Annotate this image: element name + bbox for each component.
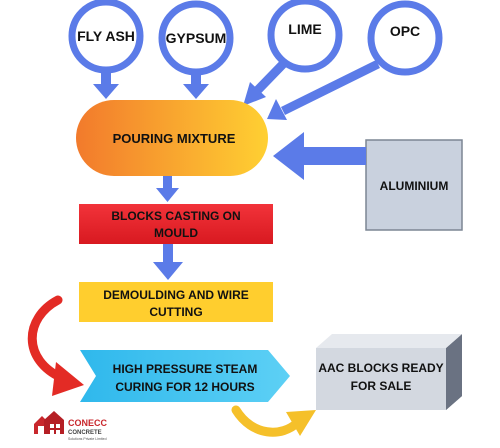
steam-curing-chevron bbox=[80, 350, 290, 402]
gypsum-arrow bbox=[183, 72, 209, 99]
opc-label: OPC bbox=[390, 23, 420, 39]
demoulding-label-2: CUTTING bbox=[149, 305, 202, 319]
lime-label: LIME bbox=[288, 21, 321, 37]
conecc-logo: CONECC CONCRETE Solutions Private Limite… bbox=[34, 411, 108, 441]
aac-ready-label-1: AAC BLOCKS READY bbox=[318, 361, 443, 375]
opc-arrow bbox=[267, 59, 380, 120]
pouring-mixture-node: POURING MIXTURE bbox=[76, 100, 268, 176]
aluminium-label: ALUMINIUM bbox=[380, 179, 449, 193]
demoulding-node: DEMOULDING AND WIRE CUTTING bbox=[79, 282, 273, 322]
lime-arrow bbox=[243, 58, 289, 106]
blocks-casting-node: BLOCKS CASTING ON MOULD bbox=[79, 204, 273, 244]
aluminium-box bbox=[365, 139, 463, 231]
gypsum-label: GYPSUM bbox=[166, 30, 227, 46]
aluminium-arrow bbox=[273, 132, 366, 180]
lime-circle bbox=[267, 0, 343, 73]
pour-to-cast-arrow bbox=[156, 176, 179, 202]
blocks-casting-label-2: MOULD bbox=[154, 226, 198, 240]
aac-ready-label-2: FOR SALE bbox=[351, 379, 412, 393]
aac-ready-box bbox=[316, 348, 446, 410]
pouring-mixture-label: POURING MIXTURE bbox=[113, 131, 236, 146]
fly-ash-input: FLY ASH bbox=[68, 0, 144, 74]
steam-curing-label-2: CURING FOR 12 HOURS bbox=[115, 380, 254, 394]
aluminium-node: ALUMINIUM bbox=[365, 139, 463, 231]
cast-to-demould-arrow bbox=[153, 244, 183, 280]
demould-to-steam-arrow bbox=[27, 295, 84, 396]
logo-tagline: Solutions Private Limited bbox=[68, 437, 107, 441]
opc-circle bbox=[367, 0, 443, 76]
demoulding-label-1: DEMOULDING AND WIRE bbox=[103, 288, 249, 302]
opc-input: OPC bbox=[367, 0, 443, 76]
blocks-casting-box bbox=[79, 204, 273, 244]
gypsum-input: GYPSUM bbox=[158, 0, 234, 76]
logo-sub: CONCRETE bbox=[68, 430, 102, 436]
aac-ready-node: AAC BLOCKS READY FOR SALE bbox=[316, 334, 462, 410]
steam-to-ready-arrow bbox=[231, 405, 316, 437]
fly-ash-label: FLY ASH bbox=[77, 28, 135, 44]
demoulding-box bbox=[79, 282, 273, 322]
lime-input: LIME bbox=[267, 0, 343, 73]
blocks-casting-label-1: BLOCKS CASTING ON bbox=[111, 209, 240, 223]
steam-curing-label-1: HIGH PRESSURE STEAM bbox=[113, 362, 258, 376]
logo-mark-icon bbox=[34, 411, 64, 434]
fly-ash-arrow bbox=[93, 70, 119, 99]
logo-name: CONECC bbox=[68, 418, 108, 428]
pouring-mixture-pill bbox=[76, 100, 268, 176]
steam-curing-node: HIGH PRESSURE STEAM CURING FOR 12 HOURS bbox=[80, 350, 290, 402]
